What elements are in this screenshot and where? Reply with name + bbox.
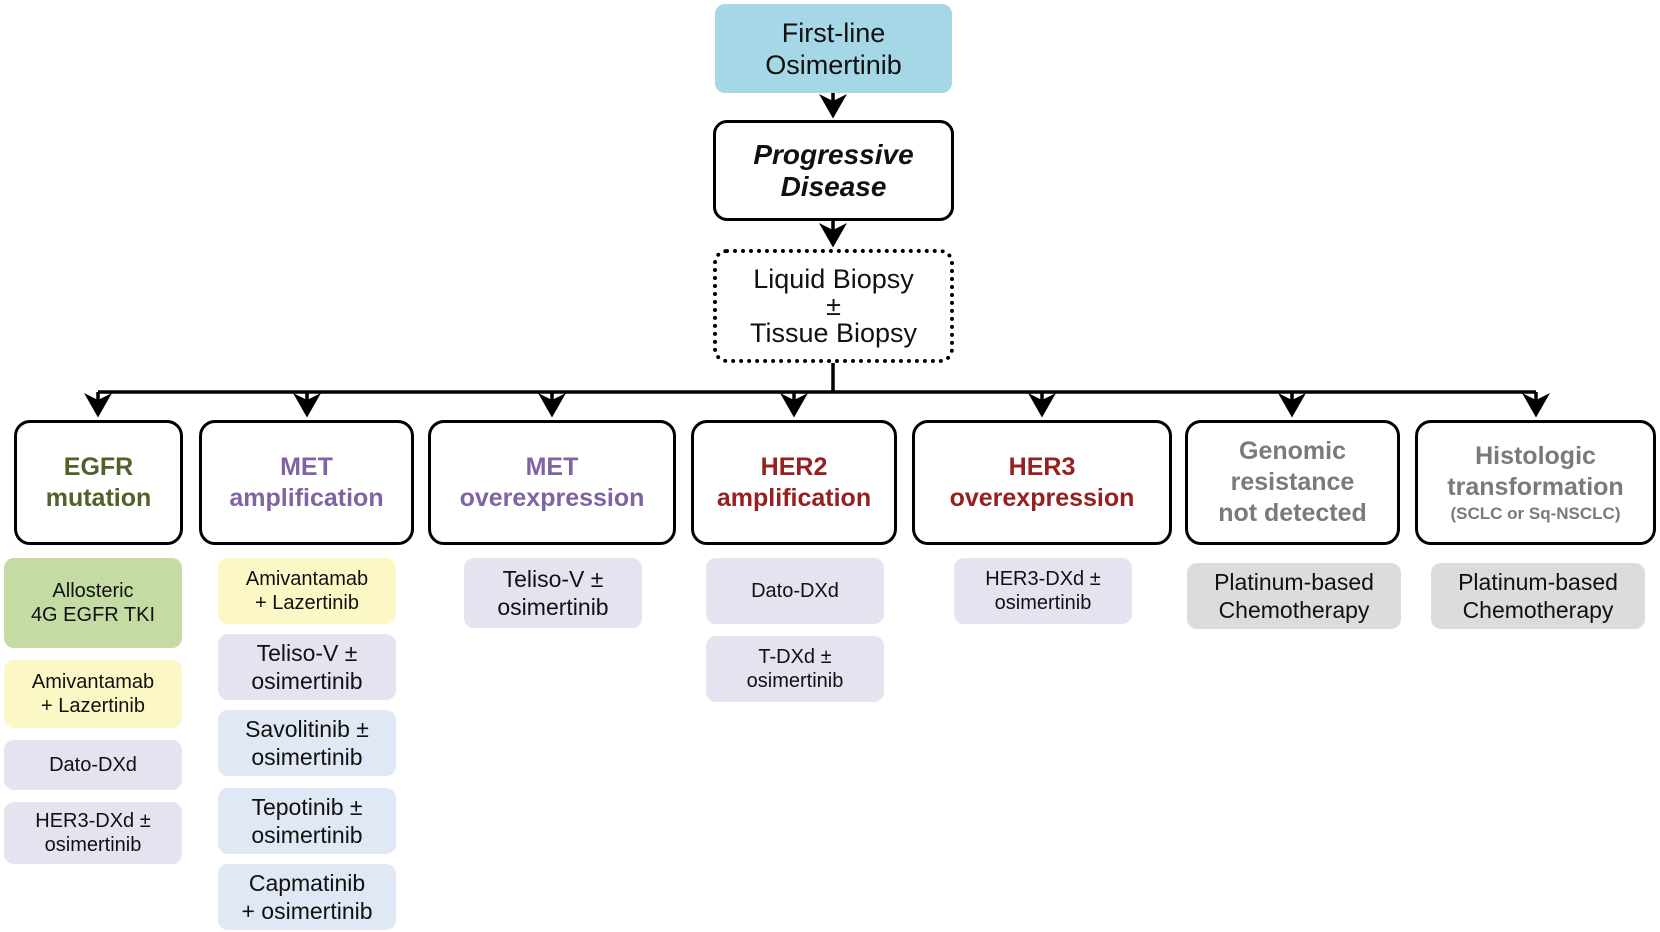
progressive-label: Progressive [753,138,914,170]
category-title: amplification [229,483,384,512]
first-line-label: First-line [781,17,886,48]
category-histologic-transformation: Histologic transformation (SCLC or Sq-NS… [1415,420,1656,545]
category-title: MET [280,452,333,481]
category-met-overexpression: MET overexpression [428,420,676,545]
tissue-biopsy-label: Tissue Biopsy [749,317,918,348]
category-title: overexpression [459,483,645,512]
category-title: HER3 [1008,452,1076,481]
category-her3-overexpression: HER3 overexpression [912,420,1172,545]
category-title: HER2 [760,452,828,481]
liquid-biopsy-label: Liquid Biopsy [753,263,914,294]
category-egfr-mutation: EGFR mutation [14,420,183,545]
treatment-tepotinib: Tepotinib ±osimertinib [218,788,396,854]
first-line-osimertinib-node: First-line Osimertinib [715,4,952,93]
category-title: transformation [1447,472,1624,501]
category-title: MET [525,452,579,481]
category-title: Genomic [1239,437,1346,465]
category-title: not detected [1218,499,1367,527]
category-title: amplification [716,483,872,512]
treatment-dato-dxd: Dato-DXd [4,740,182,790]
plus-minus-label: ± [826,290,841,321]
treatment-amivantamab-lazertinib: Amivantamab+ Lazertinib [218,558,396,624]
category-title: mutation [45,483,152,512]
category-subtitle: (SCLC or Sq-NSCLC) [1450,503,1621,523]
category-title: overexpression [949,483,1135,512]
progressive-disease-node: Progressive Disease [713,120,954,221]
treatment-dato-dxd: Dato-DXd [706,558,884,624]
osimertinib-label: Osimertinib [765,49,902,80]
category-genomic-resistance-not-detected: Genomic resistance not detected [1185,420,1400,545]
treatment-teliso-v: Teliso-V ±osimertinib [218,634,396,700]
treatment-amivantamab-lazertinib: Amivantamab+ Lazertinib [4,660,182,728]
category-her2-amplification: HER2 amplification [691,420,897,545]
biopsy-node: Liquid Biopsy ± Tissue Biopsy [713,249,954,363]
treatment-her3-dxd: HER3-DXd ±osimertinib [4,802,182,864]
treatment-capmatinib: Capmatinib+ osimertinib [218,864,396,930]
treatment-teliso-v: Teliso-V ±osimertinib [464,558,642,628]
category-title: resistance [1230,468,1355,496]
treatment-savolitinib: Savolitinib ±osimertinib [218,710,396,776]
category-title: Histologic [1475,441,1596,470]
treatment-t-dxd: T-DXd ±osimertinib [706,636,884,702]
disease-label: Disease [780,170,887,202]
treatment-her3-dxd: HER3-DXd ±osimertinib [954,558,1132,624]
category-title: EGFR [63,452,134,481]
category-met-amplification: MET amplification [199,420,414,545]
